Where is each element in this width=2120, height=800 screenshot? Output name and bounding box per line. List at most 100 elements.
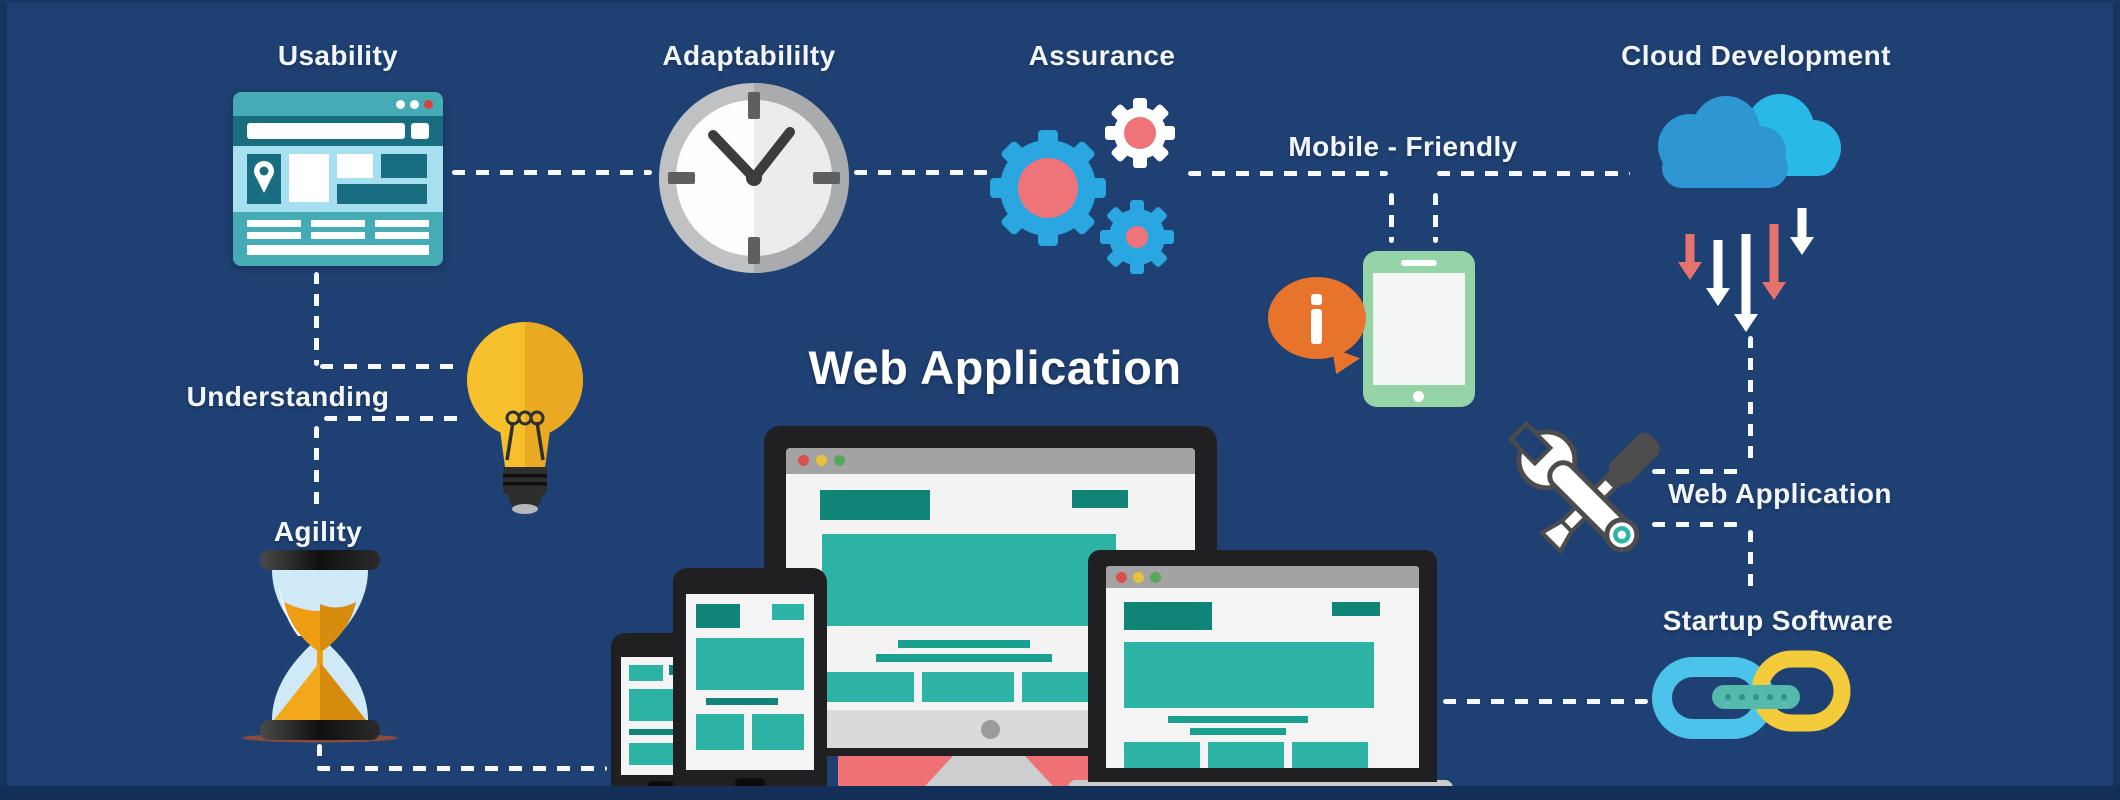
screen-card-block (1208, 742, 1284, 768)
laptop-titlebar (1106, 566, 1419, 588)
screen-card-block (1292, 742, 1368, 768)
dashed-connector (1748, 530, 1753, 596)
screen-header-block (820, 490, 930, 520)
lightbulb-icon (467, 322, 583, 514)
label-web-application-tools: Web Application (1668, 478, 1892, 509)
dashed-connector (1443, 699, 1648, 704)
window-dot (396, 100, 405, 109)
text-line (311, 232, 365, 239)
window-dot (410, 100, 419, 109)
screen-hero-block (822, 534, 1116, 626)
content-block (337, 184, 427, 204)
phone-home-button (648, 781, 675, 790)
label-startup-software: Startup Software (1662, 605, 1894, 636)
text-line (247, 232, 301, 239)
traffic-dot-yellow (816, 455, 827, 466)
tablet-home-button (1413, 391, 1424, 402)
screen-text-line (1190, 728, 1286, 735)
text-line (247, 245, 429, 255)
top-edge (0, 0, 2120, 3)
screen-block (629, 665, 663, 681)
screen-block (696, 714, 744, 750)
screen-block (696, 604, 740, 628)
dashed-connector (452, 170, 652, 175)
dashed-connector (854, 170, 988, 175)
label-cloud-development: Cloud Development (1621, 40, 1891, 71)
address-bar (247, 123, 405, 139)
window-close-dot (424, 100, 433, 109)
wrench (1507, 420, 1640, 553)
browser-content (233, 146, 443, 212)
dashed-connector (1748, 336, 1753, 464)
dashed-connector (1652, 469, 1746, 474)
dashed-connector (1389, 193, 1394, 243)
dashed-connector (1188, 171, 1388, 176)
info-i-bar (1311, 309, 1322, 344)
screen-block (752, 714, 804, 750)
screen-block (696, 638, 804, 690)
hourglass-icon (242, 550, 398, 743)
dashed-connector (314, 272, 319, 366)
map-pin-box (247, 154, 281, 204)
chain-link-icon (1652, 650, 1851, 739)
screen-text-line (706, 698, 778, 705)
screen-text-line (876, 654, 1052, 662)
label-usability: Usability (277, 40, 399, 71)
label-mobile-friendly: Mobile - Friendly (1288, 131, 1518, 162)
label-adaptability: Adaptabililty (662, 40, 836, 71)
dashed-connector (317, 744, 322, 768)
screen-card-block (922, 672, 1014, 702)
traffic-dot-red (798, 455, 809, 466)
dashed-connector (1437, 171, 1630, 176)
monitor-titlebar (786, 448, 1195, 474)
browser-footer (233, 212, 443, 266)
tablet-screen (1373, 273, 1465, 385)
gears-icon (990, 98, 1175, 274)
content-block (381, 154, 427, 178)
dashed-connector (314, 426, 319, 510)
laptop (1068, 550, 1453, 798)
screen-button-block (1072, 490, 1128, 508)
label-assurance: Assurance (1028, 40, 1176, 71)
screen-header-block (1124, 602, 1212, 630)
laptop-screen (1106, 588, 1419, 768)
wrench-screwdriver-icon (1507, 420, 1661, 555)
screen-block (772, 604, 804, 620)
screen-card-block (822, 672, 914, 702)
label-understanding: Understanding (186, 381, 390, 412)
traffic-dot-red (1116, 572, 1127, 583)
screen-button-block (1332, 602, 1380, 616)
text-line (247, 220, 301, 227)
text-line (311, 220, 365, 227)
dashed-connector (317, 766, 607, 771)
mobile-tablet-icon (1363, 251, 1475, 407)
info-i-dot (1311, 294, 1322, 305)
dashed-connector (1652, 522, 1738, 527)
dashed-connector (1433, 193, 1438, 243)
right-edge (2113, 0, 2120, 800)
screen-text-line (898, 640, 1030, 648)
browser-address-strip (233, 116, 443, 146)
map-pin-icon (254, 161, 274, 193)
bottom-strip (0, 786, 2120, 800)
monitor-button (981, 720, 1000, 739)
download-arrows-icon (1678, 208, 1814, 332)
main-title: Web Application (808, 341, 1182, 394)
browser-window-icon (233, 92, 443, 266)
dashed-connector (324, 416, 460, 421)
text-line (375, 220, 429, 227)
screen-text-line (629, 729, 675, 735)
screen-card-block (1124, 742, 1200, 768)
screen-text-line (1168, 716, 1308, 723)
content-block (289, 154, 329, 202)
tablet-device (673, 568, 827, 798)
text-line (375, 232, 429, 239)
screen-hero-block (1124, 642, 1374, 708)
address-button (411, 123, 429, 139)
label-agility: Agility (273, 516, 363, 547)
laptop-frame (1088, 550, 1437, 782)
tablet-speaker (1401, 260, 1437, 266)
tablet-home-button (735, 778, 765, 788)
info-bubble-tail (1332, 348, 1360, 374)
